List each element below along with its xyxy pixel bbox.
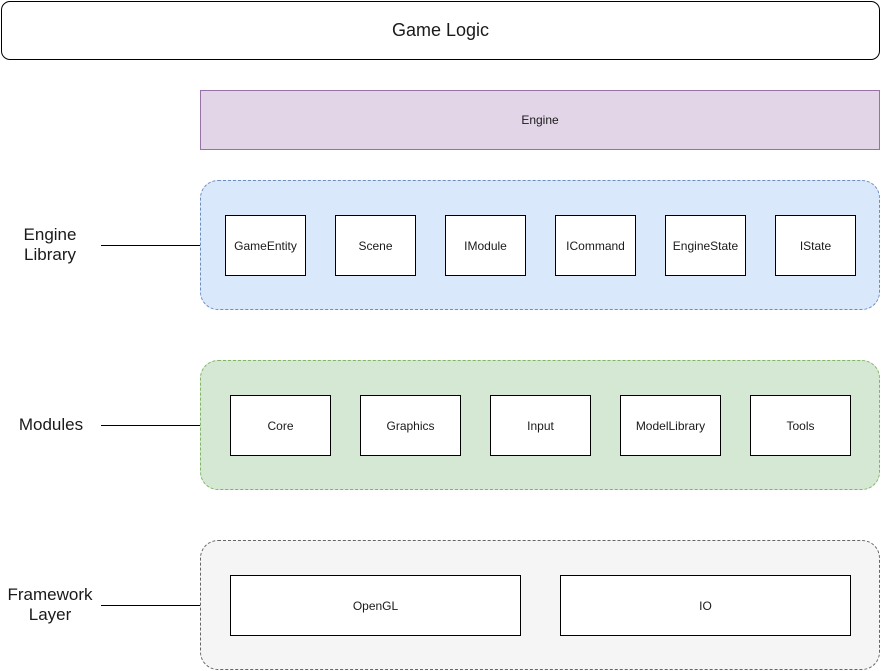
- item-label: Graphics: [386, 418, 435, 433]
- framework-label-line2: Layer: [28, 605, 72, 624]
- engine-library-label-line2: Library: [24, 245, 76, 264]
- item-label: EngineState: [672, 238, 739, 253]
- item-label: OpenGL: [352, 598, 399, 613]
- engine-library-item-scene[interactable]: Scene: [335, 215, 416, 276]
- engine-library-layer-label: Engine Library: [0, 225, 100, 265]
- framework-label-line1: Framework: [7, 585, 93, 604]
- modules-connector: [101, 425, 200, 426]
- engine-library-item-gameentity[interactable]: GameEntity: [225, 215, 306, 276]
- modules-item-graphics[interactable]: Graphics: [360, 395, 461, 456]
- modules-item-tools[interactable]: Tools: [750, 395, 851, 456]
- game-logic-label: Game Logic: [391, 20, 490, 40]
- game-logic-box[interactable]: Game Logic: [1, 1, 880, 60]
- item-label: IState: [799, 238, 832, 253]
- modules-group[interactable]: Core Graphics Input ModelLibrary Tools: [200, 360, 880, 490]
- item-label: Tools: [786, 418, 815, 433]
- item-label: ModelLibrary: [635, 418, 706, 433]
- engine-library-group[interactable]: GameEntity Scene IModule ICommand Engine…: [200, 180, 880, 310]
- engine-library-label-line1: Engine: [23, 225, 77, 244]
- engine-library-item-imodule[interactable]: IModule: [445, 215, 526, 276]
- framework-group[interactable]: OpenGL IO: [200, 540, 880, 670]
- item-label: Scene: [358, 238, 393, 253]
- engine-library-item-icommand[interactable]: ICommand: [555, 215, 636, 276]
- item-label: Core: [267, 418, 294, 433]
- engine-library-connector: [101, 245, 200, 246]
- item-label: Input: [527, 418, 554, 433]
- modules-item-core[interactable]: Core: [230, 395, 331, 456]
- framework-layer-label: Framework Layer: [0, 585, 100, 625]
- modules-item-input[interactable]: Input: [490, 395, 591, 456]
- item-label: IModule: [464, 238, 507, 253]
- modules-layer-label: Modules: [18, 415, 84, 434]
- item-label: ICommand: [566, 238, 625, 253]
- engine-box[interactable]: Engine: [200, 90, 880, 150]
- framework-item-io[interactable]: IO: [560, 575, 851, 636]
- framework-item-opengl[interactable]: OpenGL: [230, 575, 521, 636]
- framework-connector: [101, 605, 200, 606]
- engine-library-item-enginestate[interactable]: EngineState: [665, 215, 746, 276]
- item-label: GameEntity: [234, 238, 297, 253]
- modules-item-modellibrary[interactable]: ModelLibrary: [620, 395, 721, 456]
- item-label: IO: [699, 598, 712, 613]
- engine-label: Engine: [521, 113, 559, 127]
- engine-library-item-istate[interactable]: IState: [775, 215, 856, 276]
